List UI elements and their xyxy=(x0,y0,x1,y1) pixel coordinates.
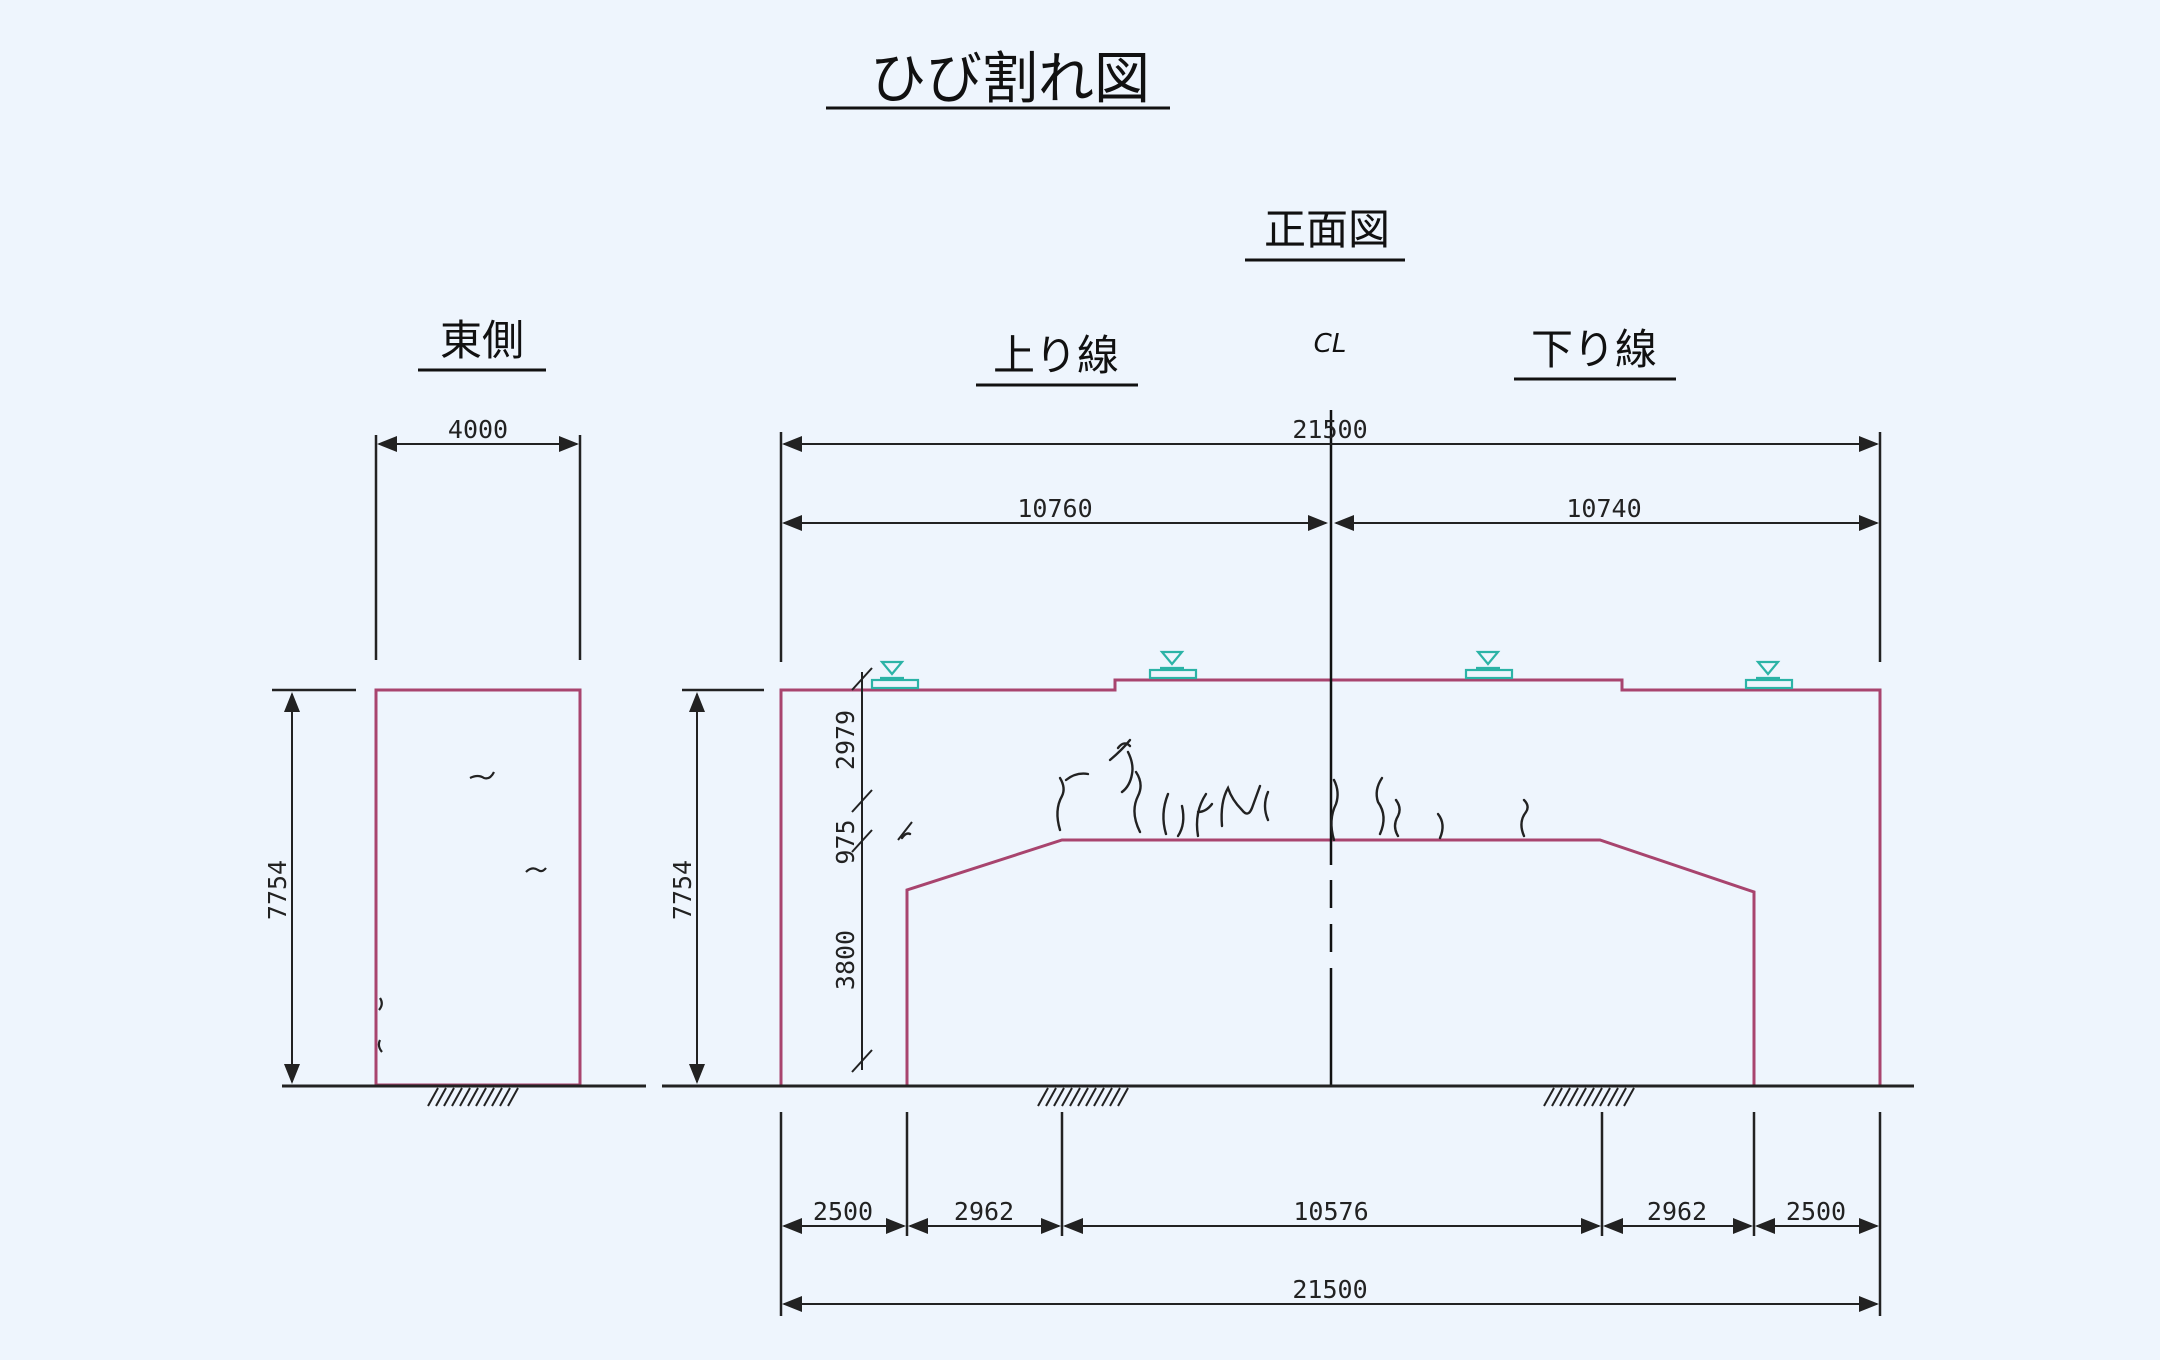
centerline-label: CL xyxy=(1314,329,1347,359)
up-line-label: 上り線 xyxy=(993,331,1119,380)
east-wall-outline xyxy=(374,688,582,1087)
ground-hatch-front-right xyxy=(1543,1087,1635,1107)
dim-bottom-4: 2962 xyxy=(1647,1197,1707,1226)
bottom-extension-lines xyxy=(779,1112,1882,1316)
rail-marker-icon xyxy=(1464,650,1514,680)
dim-front-height: 7754 xyxy=(668,860,697,920)
east-view-label: 東側 xyxy=(440,316,524,365)
dim-total-width-top: 21500 xyxy=(1292,415,1367,444)
front-outline xyxy=(779,678,1882,1085)
dim-left-half: 10760 xyxy=(1017,494,1092,523)
dim-total-width-bottom: 21500 xyxy=(1292,1275,1367,1304)
rail-marker-icon xyxy=(870,660,920,690)
ground-hatch-front-left xyxy=(1037,1087,1129,1107)
dim-east-width: 4000 xyxy=(448,415,508,444)
dim-bottom-5: 2500 xyxy=(1786,1197,1846,1226)
front-view-label: 正面図 xyxy=(1264,205,1390,254)
east-wall-cracks xyxy=(377,771,547,1053)
dim-3800: 3800 xyxy=(831,930,860,990)
dim-bottom-1: 2500 xyxy=(813,1197,873,1226)
dim-right-half: 10740 xyxy=(1566,494,1641,523)
front-elevation: 21500 10760 10740 7754 2979 975 3800 xyxy=(662,410,1914,1316)
rail-markers xyxy=(870,650,1794,690)
down-line-label: 下り線 xyxy=(1531,325,1657,374)
centerline-symbol: CL xyxy=(1314,329,1347,359)
dim-975: 975 xyxy=(831,819,860,864)
dim-east-height: 7754 xyxy=(263,860,292,920)
front-cracks xyxy=(900,738,1529,842)
dim-2979: 2979 xyxy=(831,710,860,770)
dim-bottom-2: 2962 xyxy=(954,1197,1014,1226)
ground-hatch-east xyxy=(427,1087,519,1107)
page-title: ひび割れ図 xyxy=(870,47,1150,112)
dim-bottom-3: 10576 xyxy=(1293,1197,1368,1226)
rail-marker-icon xyxy=(1148,650,1198,680)
dim-ticks-inner xyxy=(851,667,913,1073)
rail-marker-icon xyxy=(1744,660,1794,690)
east-elevation: 4000 7754 xyxy=(263,415,646,1107)
